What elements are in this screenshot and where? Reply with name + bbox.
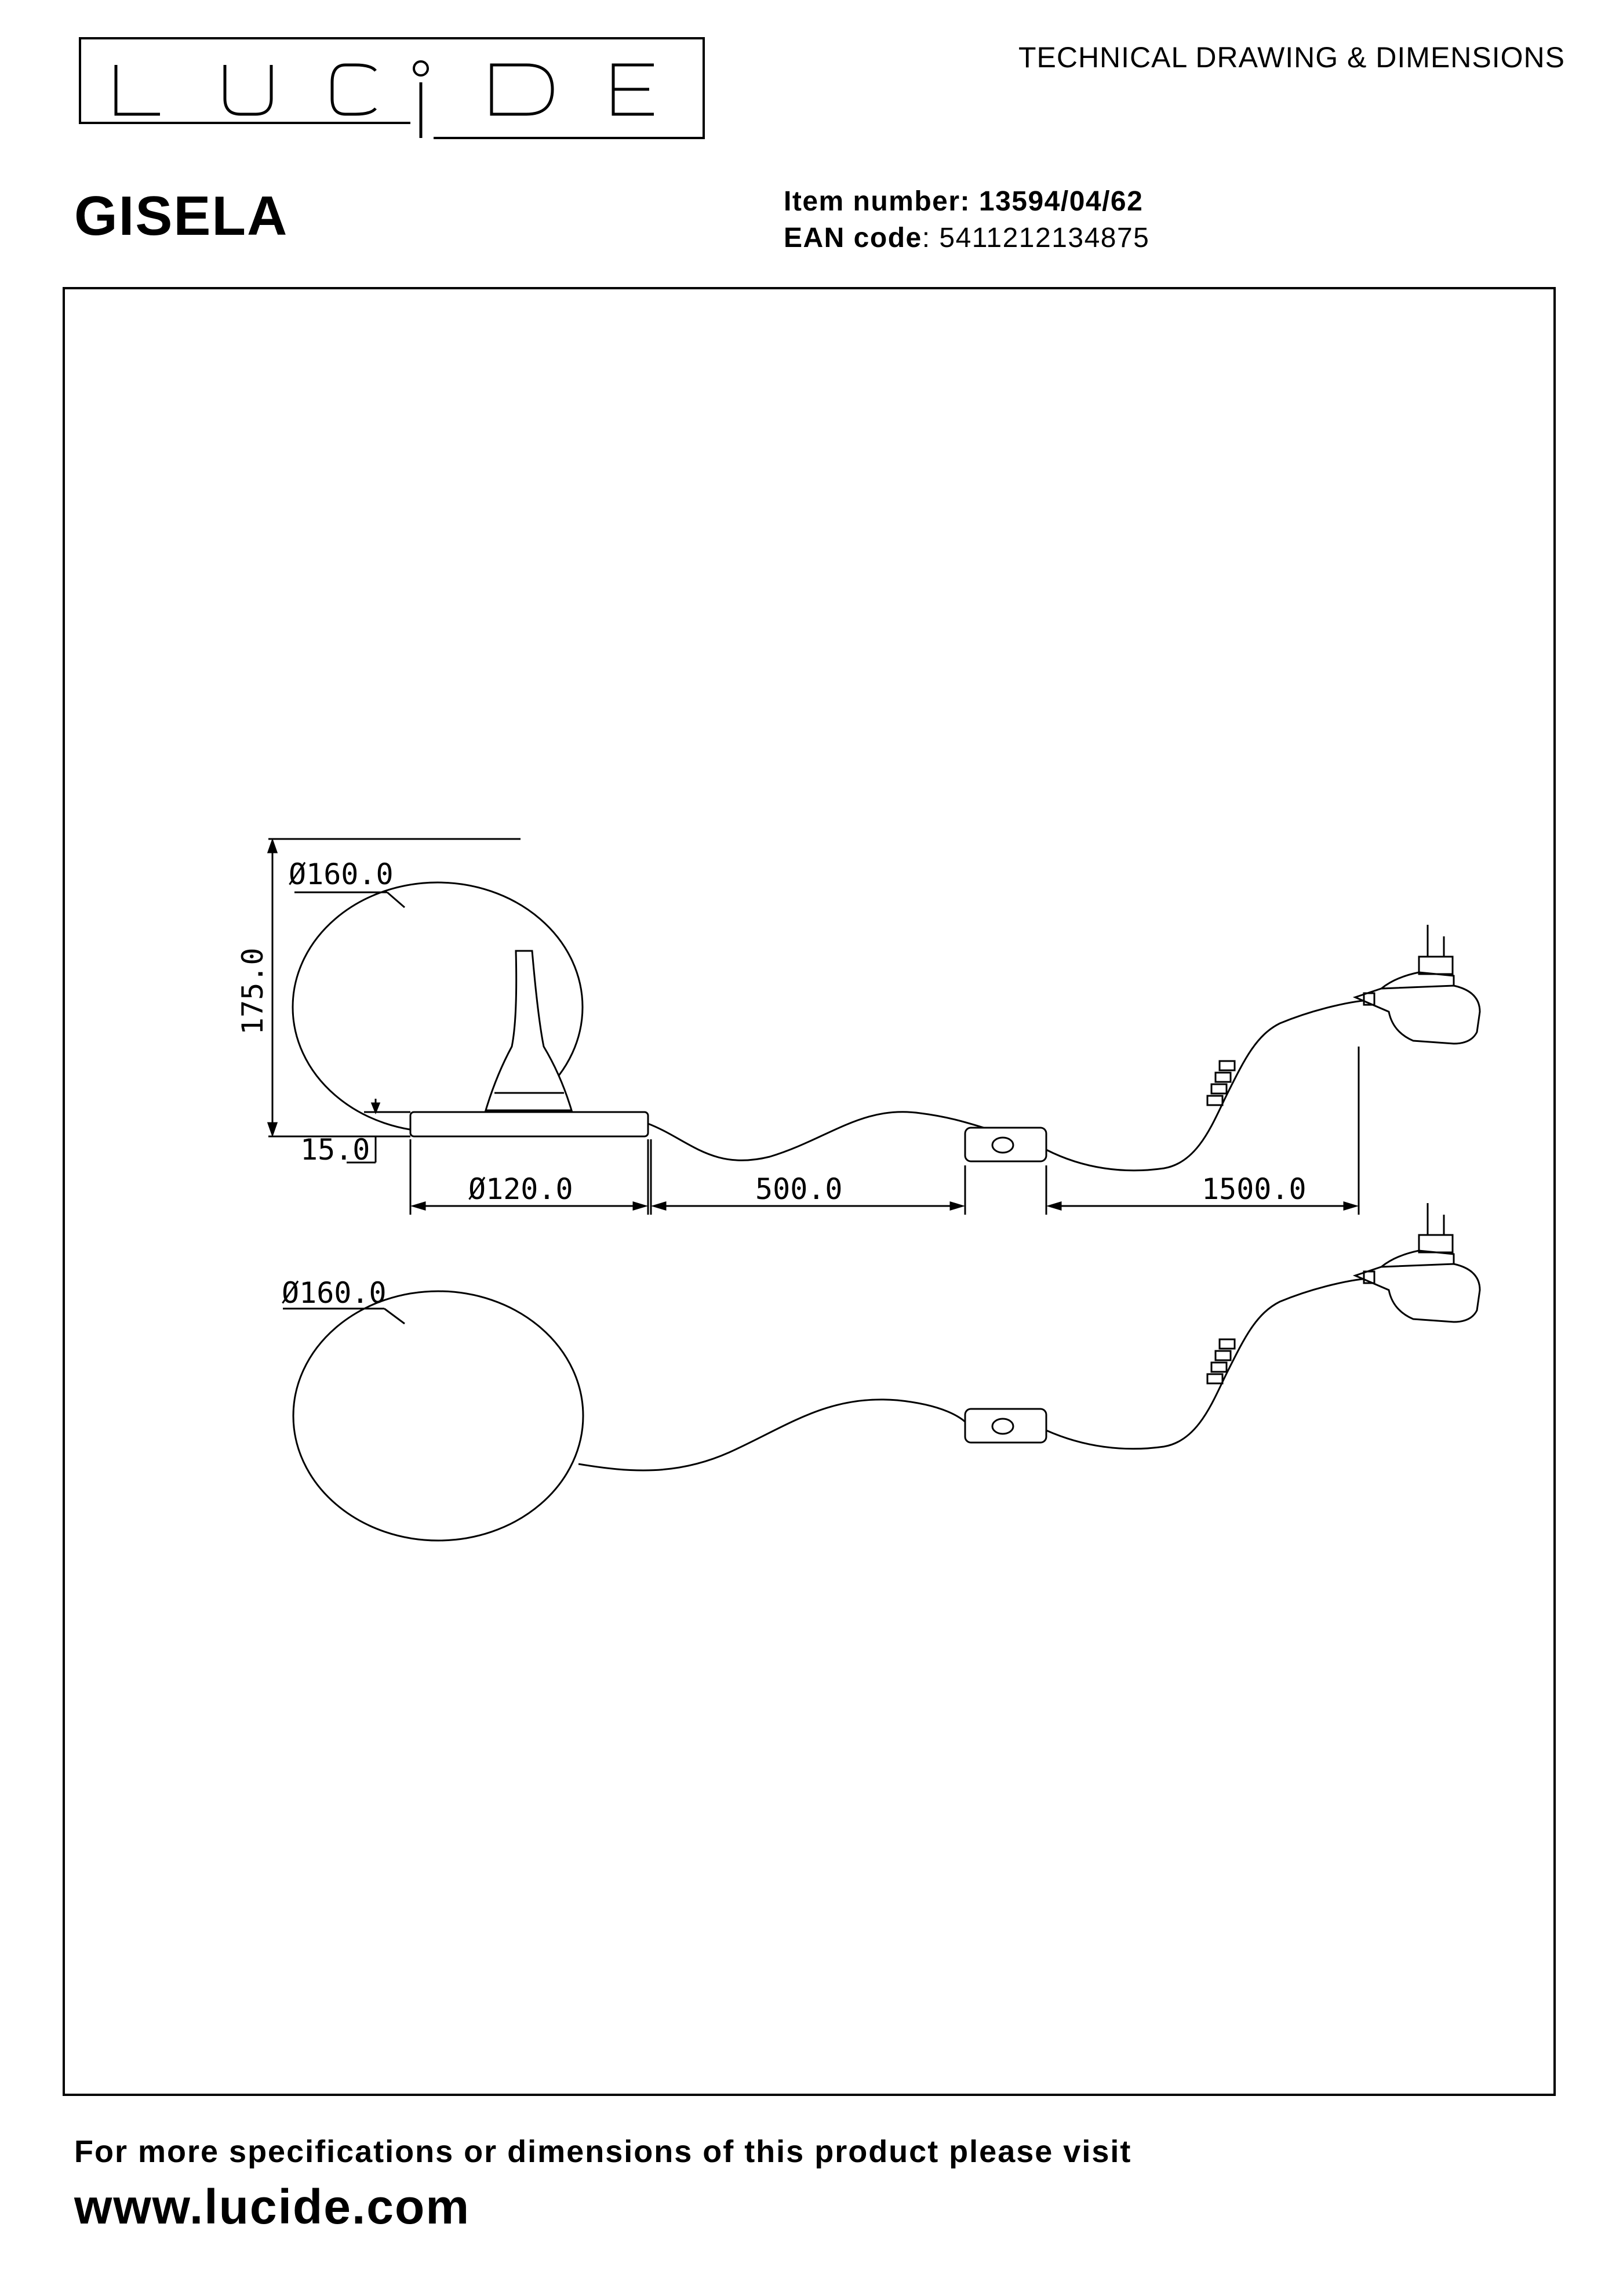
footer-note: For more specifications or dimensions of… xyxy=(74,2134,1132,2169)
cable-top-2 xyxy=(1046,1277,1373,1450)
lamp-base xyxy=(409,1111,649,1138)
dim-globe-diameter: Ø160.0 xyxy=(289,858,394,891)
dim-top-globe-diameter: Ø160.0 xyxy=(282,1276,387,1310)
item-number-row: Item number: 13594/04/62 xyxy=(784,186,1143,217)
top-view xyxy=(283,1203,1481,1542)
cable-1 xyxy=(647,1111,1014,1161)
plug-adapter xyxy=(1352,984,1481,1045)
document-type: TECHNICAL DRAWING & DIMENSIONS xyxy=(1018,41,1565,74)
cable-connector-top xyxy=(1206,1338,1236,1385)
dim-height: 175.0 xyxy=(236,947,270,1035)
side-view xyxy=(267,838,1481,1215)
dim-switch-to-plug: 1500.0 xyxy=(1202,1172,1307,1206)
inline-switch xyxy=(964,1127,1047,1162)
ean-code-value: 5411212134875 xyxy=(939,223,1150,253)
plug-adapter-top xyxy=(1352,1263,1481,1323)
technical-drawing: Ø160.0 175.0 15.0 Ø120.0 500.0 1500.0 Ø1… xyxy=(236,838,1481,1542)
dim-base-diameter: Ø120.0 xyxy=(468,1172,573,1206)
footer-url-link[interactable]: www.lucide.com xyxy=(74,2179,471,2234)
globe-top-outline xyxy=(292,1290,584,1542)
item-number-value: 13594/04/62 xyxy=(978,186,1144,217)
inline-switch-top xyxy=(964,1408,1047,1444)
cable-top-1 xyxy=(578,1398,968,1472)
dim-base-height: 15.0 xyxy=(300,1133,370,1167)
ean-code-row: EAN code: 5411212134875 xyxy=(784,222,1149,254)
product-name: GISELA xyxy=(74,185,289,247)
cable-connector xyxy=(1206,1060,1236,1106)
cable-2 xyxy=(1046,999,1373,1172)
lamp-stem xyxy=(484,950,573,1111)
dim-cable-to-switch: 500.0 xyxy=(755,1172,843,1206)
ean-code-label: EAN code xyxy=(784,223,922,253)
item-number-label: Item number: xyxy=(784,186,971,217)
drawing-frame xyxy=(63,287,1556,2096)
ean-colon: : xyxy=(922,223,940,253)
lucide-logo xyxy=(79,37,705,139)
